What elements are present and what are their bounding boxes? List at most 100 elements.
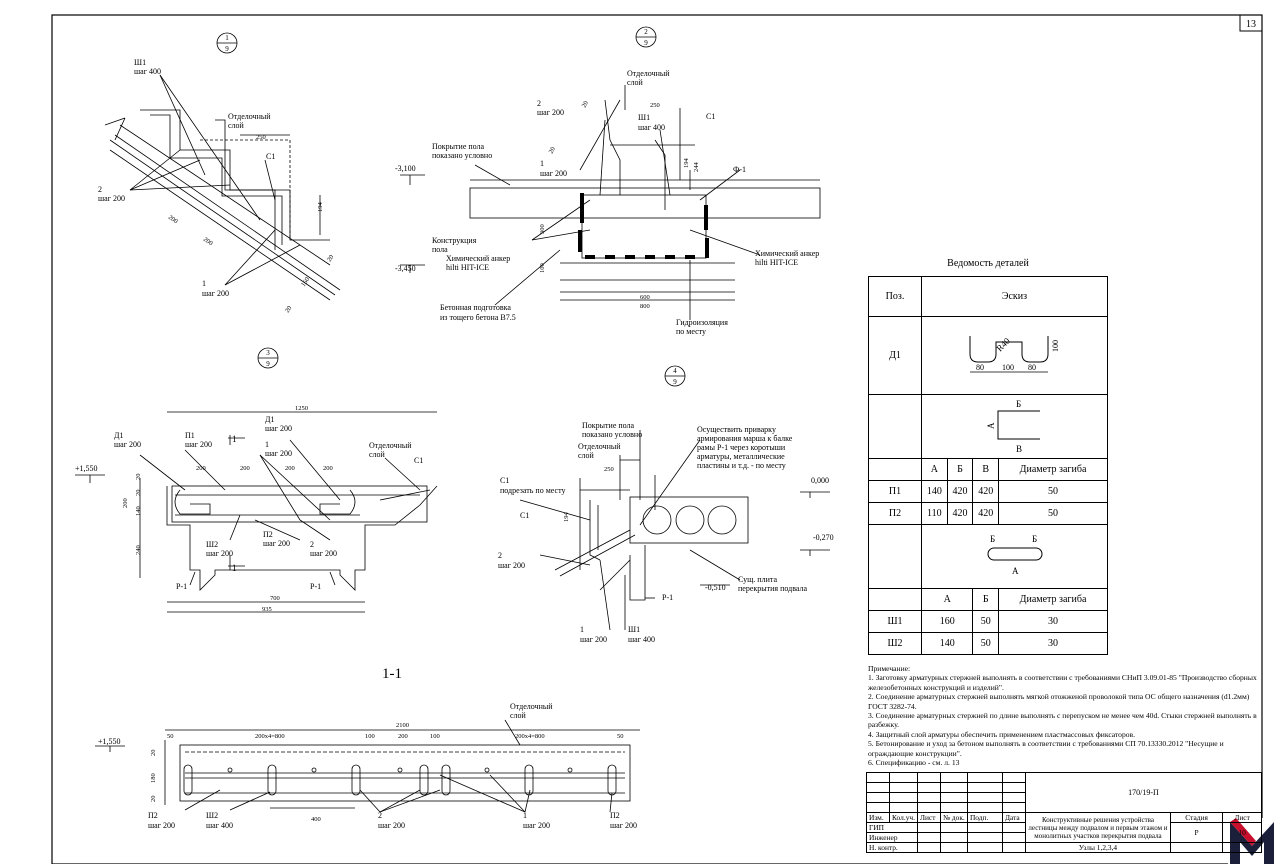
s11-dim-50b: 50 — [617, 733, 624, 740]
stamp-code: 170/19-П — [1024, 772, 1263, 813]
schedule-p-col-v: В — [972, 458, 1000, 481]
schedule-row-p1-v: 420 — [972, 480, 1000, 503]
d2-label-anchor-right2: hilti HIT-ICE — [755, 258, 798, 267]
schedule-row-sh1-a: 160 — [920, 610, 974, 633]
d2-dim-100: 100 — [539, 263, 546, 273]
s11-dim-100b: 100 — [430, 733, 440, 740]
d4-level-0270: -0,270 — [813, 533, 834, 542]
d2-label-water: Гидроизоляция — [676, 318, 728, 327]
schedule-sketch-sh: Б Б А — [921, 524, 1108, 589]
d4-label-weld5: пластины и т.д. - по месту — [697, 461, 786, 470]
detail-2-mark-bottom: 9 — [644, 39, 648, 47]
schedule-row-p2: П2 110 420 420 50 — [868, 502, 1108, 525]
d1-label-c1: С1 — [266, 152, 275, 161]
sketch-p-v: В — [1016, 444, 1022, 454]
sketch-d1-b: 100 — [1002, 363, 1014, 372]
d2-label-bar2: 2 — [537, 99, 541, 108]
section-title-1-1: 1-1 — [382, 666, 402, 682]
schedule-p-col-d: Диаметр загиба — [998, 458, 1108, 481]
d3-dim-935: 935 — [262, 606, 272, 613]
d3-label-p1: П1 — [185, 431, 195, 440]
d3-dim-20: 20 — [135, 474, 142, 481]
sketch-d1-a: 80 — [976, 363, 984, 372]
d2-label-concrete2: из тощего бетона В7.5 — [440, 313, 516, 322]
sketch-d1-height: 100 — [1051, 340, 1060, 352]
note-item: 4. Защитный слой арматуры обеспечить при… — [868, 729, 1136, 739]
sketch-p-b: Б — [1016, 399, 1021, 409]
title-block: 170/19-П Изм. Кол.уч. Лист № док. Подп. … — [866, 772, 1263, 864]
stamp-header-izm: Изм. — [866, 812, 890, 823]
schedule-sh-col-a: А — [920, 588, 974, 611]
d4-label-bar2-step: шаг 200 — [498, 561, 525, 570]
d1-dim-194: 194 — [317, 202, 324, 213]
schedule-p-blank — [868, 458, 922, 481]
d4-label-floor: Покрытие пола — [582, 421, 635, 430]
schedule-row-sh1-b: 50 — [972, 610, 1000, 633]
schedule-row-p2-a: 110 — [921, 502, 948, 525]
s11-level-1550: +1,550 — [98, 737, 121, 746]
d4-label-finish2: слой — [578, 451, 595, 460]
stamp-header-kol: Кол.уч. — [889, 812, 918, 823]
s11-label-p2a: П2 — [148, 811, 158, 820]
d4-label-sh1-step: шаг 400 — [628, 635, 655, 644]
d3-label-c1: С1 — [414, 456, 423, 465]
d4-label-finish: Отделочный — [578, 442, 621, 451]
d3-dim-200c: 200 — [285, 465, 295, 472]
note-item: 6. Спецификацию - см. л. 13 — [868, 758, 960, 768]
schedule-row-p1: П1 140 420 420 50 — [868, 480, 1108, 503]
schedule-p-col-a: А — [921, 458, 948, 481]
d4-label-r1: Р-1 — [662, 593, 673, 602]
stamp-subtitle: Узлы 1,2,3,4 — [1024, 842, 1171, 853]
d4-label-bar1: 1 — [580, 625, 584, 634]
sketch-sh: Б Б А — [987, 534, 1042, 576]
d2-label-f1: Ф-1 — [733, 165, 746, 174]
schedule-row-sh1-d: 30 — [998, 610, 1108, 633]
stamp-header-list: Лист — [916, 812, 941, 823]
d3-cut-top: 1 — [232, 434, 237, 444]
s11-label-bar1-step: шаг 200 — [523, 821, 550, 830]
detail-4 — [519, 365, 830, 631]
schedule-row-sh2-b: 50 — [972, 632, 1000, 655]
d3-dim-140: 140 — [135, 506, 142, 516]
schedule-row-sh2-a: 140 — [920, 632, 974, 655]
d1-label-finish2: слой — [228, 121, 245, 130]
d1-label-sh1: Ш1 — [134, 58, 146, 67]
sheet-frame — [51, 14, 1263, 864]
d2-label-anchor-right: Химический анкер — [755, 249, 819, 258]
d4-label-c1: С1 — [500, 476, 509, 485]
detail-1-mark-top: 1 — [225, 34, 229, 42]
d4-level-0000: 0,000 — [811, 476, 829, 485]
d3-dim-200v: 200 — [122, 498, 129, 508]
d4-label-bar2: 2 — [498, 551, 502, 560]
sketch-d1-c: 80 — [1028, 363, 1036, 372]
d4-label-sh1: Ш1 — [628, 625, 640, 634]
d2-level-3450: -3,450 — [395, 264, 416, 273]
stamp-stage-label: Стадия — [1169, 812, 1224, 823]
d4-label-c1-note: подрезать по месту — [500, 486, 565, 495]
d2-dim-600: 600 — [640, 294, 650, 301]
d3-label-d1-step: шаг 200 — [114, 440, 141, 449]
stamp-header-sign: Подп. — [966, 812, 1003, 823]
s11-label-bar2: 2 — [378, 811, 382, 820]
schedule-sketch-p: Б А В — [921, 394, 1108, 459]
d2-label-sh1-step: шаг 400 — [638, 123, 665, 132]
schedule-row-sh2: Ш2 140 50 30 — [868, 632, 1108, 655]
d3-dim-700: 700 — [270, 595, 280, 602]
d2-label-constr: Конструкция — [432, 236, 477, 245]
schedule-sh-col-d: Диаметр загиба — [998, 588, 1108, 611]
detail-4-mark-bottom: 9 — [673, 378, 677, 386]
d2-label-floor2: показано условно — [432, 151, 492, 160]
schedule-sh-blank — [868, 588, 922, 611]
stamp-role-engineer: Инженер — [866, 832, 918, 843]
d3-dim-20b: 20 — [135, 490, 142, 497]
stamp-header-date: Дата — [1001, 812, 1026, 823]
d3-dim-200b: 200 — [240, 465, 250, 472]
stamp-role-gip: ГИП — [866, 822, 918, 833]
notes-block: Примечание: 1. Заготовку арматурных стер… — [868, 664, 1260, 767]
stamp-sheet-label: Лист — [1222, 812, 1262, 823]
section-1-1 — [95, 719, 640, 813]
detail-1 — [104, 32, 341, 301]
s11-dim-2100: 2100 — [396, 722, 409, 729]
note-item: 3. Соединение арматурных стержней по дли… — [868, 711, 1257, 730]
detail-2-mark-top: 2 — [644, 28, 648, 36]
